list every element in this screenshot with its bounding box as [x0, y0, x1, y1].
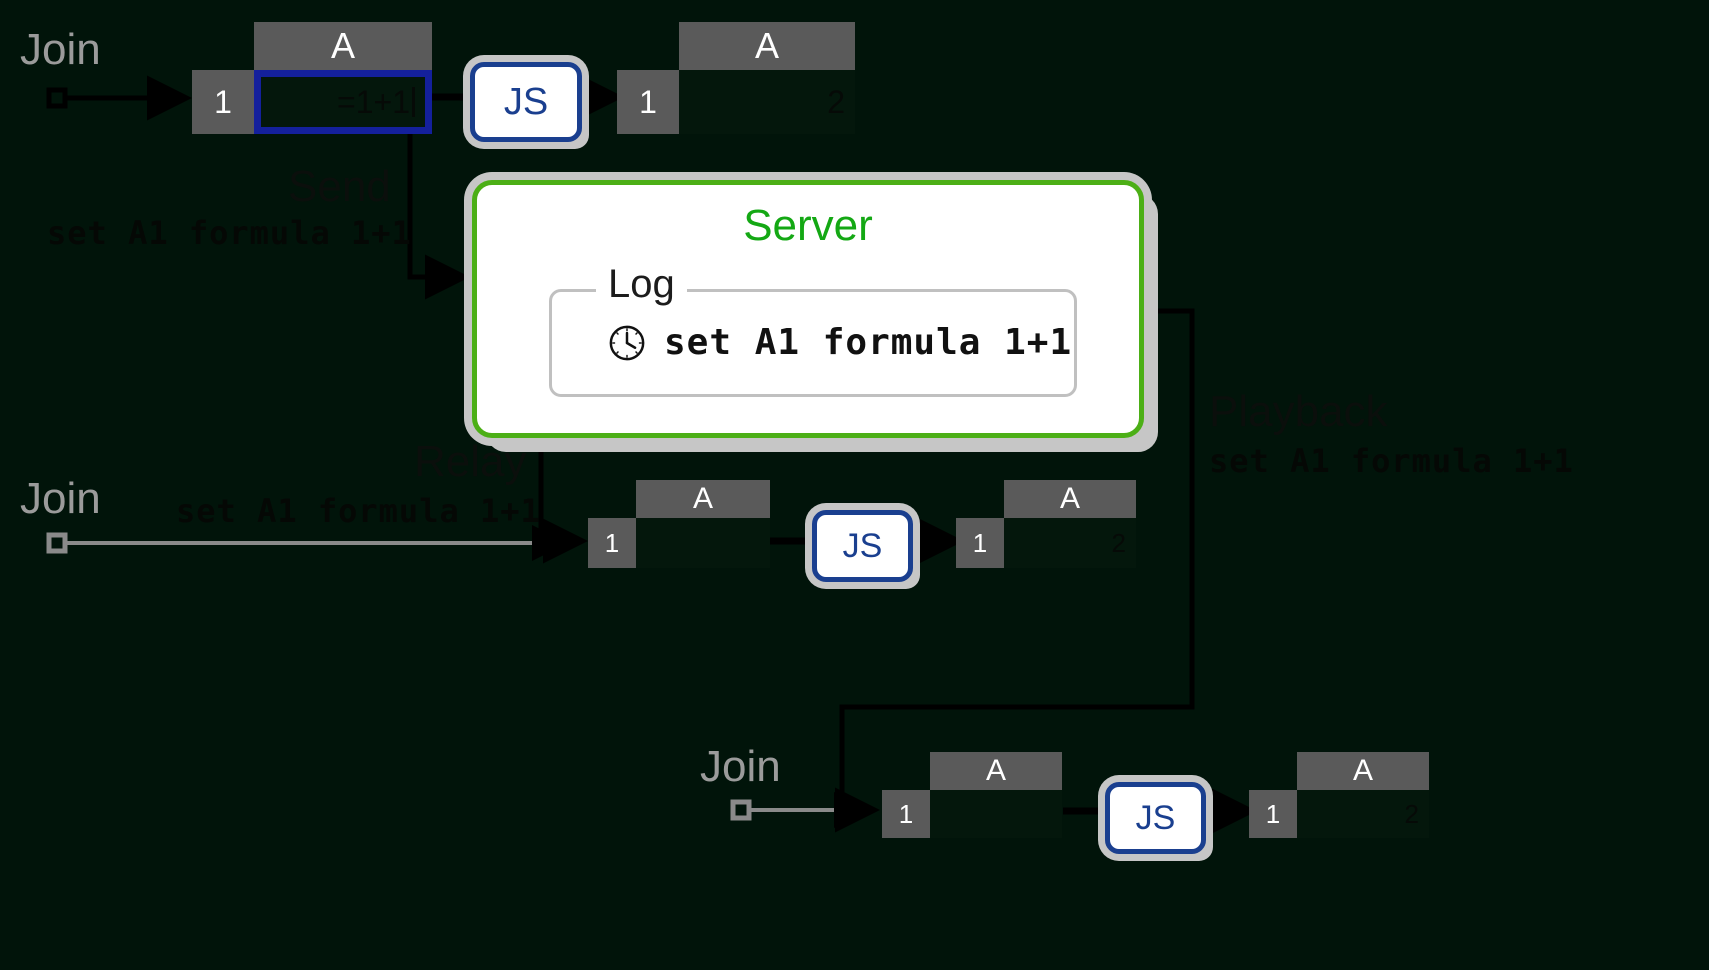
- js-label: JS: [842, 526, 883, 565]
- server-box: Server Log: [472, 180, 1144, 438]
- join-label-row1: Join: [20, 25, 101, 74]
- spreadsheet-client3-input[interactable]: A 1: [882, 752, 1062, 838]
- row-header-1: 1: [617, 70, 679, 134]
- row-header-1: 1: [588, 518, 636, 568]
- send-label: Send: [288, 162, 391, 211]
- relay-message: set A1 formula 1+1: [176, 492, 541, 530]
- cell-a1-value-cell[interactable]: [930, 790, 1062, 838]
- spreadsheet-client1-output[interactable]: A 1 2: [617, 22, 855, 134]
- join-marker-row2: [46, 532, 68, 554]
- clock-icon: [608, 324, 646, 362]
- js-runtime-row3[interactable]: JS: [1105, 782, 1206, 854]
- log-legend: Log: [596, 262, 687, 307]
- js-runtime-row1[interactable]: JS: [470, 62, 582, 142]
- js-label: JS: [1135, 798, 1176, 837]
- row-header-1: 1: [956, 518, 1004, 568]
- js-runtime-row2[interactable]: JS: [812, 510, 913, 582]
- send-message: set A1 formula 1+1: [47, 214, 412, 252]
- spreadsheet-client1-input[interactable]: A 1 =1+1: [192, 22, 432, 134]
- column-header-a: A: [930, 752, 1062, 790]
- server-log-fieldset: Log: [549, 262, 1077, 397]
- js-label: JS: [503, 80, 549, 123]
- cell-a1-value-cell[interactable]: 2: [1004, 518, 1136, 568]
- cell-a1-value-cell[interactable]: 2: [679, 70, 855, 134]
- spreadsheet-client3-output[interactable]: A 1 2: [1249, 752, 1429, 838]
- column-header-a: A: [636, 480, 770, 518]
- playback-message: set A1 formula 1+1: [1209, 442, 1574, 480]
- join-label-row3: Join: [700, 742, 781, 791]
- wire-send-to-server: [407, 133, 470, 300]
- column-header-a: A: [254, 22, 432, 70]
- server-title: Server: [743, 201, 873, 250]
- log-entry-row: set A1 formula 1+1: [608, 322, 1072, 363]
- column-header-a: A: [1297, 752, 1429, 790]
- wire-relay-to-client2: [538, 437, 588, 564]
- relay-label: Relay: [414, 437, 527, 486]
- join-marker-row1: [46, 87, 68, 109]
- row-header-1: 1: [1249, 790, 1297, 838]
- cell-a1-editing[interactable]: =1+1: [254, 70, 432, 134]
- text-caret: [412, 87, 415, 117]
- playback-label: Playback: [1209, 387, 1388, 436]
- column-header-a: A: [679, 22, 855, 70]
- cell-a1-value: =1+1: [337, 83, 410, 120]
- row-header-1: 1: [882, 790, 930, 838]
- row-header-1: 1: [192, 70, 254, 134]
- join-marker-row3: [730, 799, 752, 821]
- log-entry-text: set A1 formula 1+1: [664, 322, 1073, 363]
- cell-a1-value-cell[interactable]: [636, 518, 770, 568]
- spreadsheet-client2-input[interactable]: A 1: [588, 480, 770, 568]
- cell-a1-value-cell[interactable]: 2: [1297, 790, 1429, 838]
- spreadsheet-client2-output[interactable]: A 1 2: [956, 480, 1136, 568]
- column-header-a: A: [1004, 480, 1136, 518]
- join-label-row2: Join: [20, 474, 101, 523]
